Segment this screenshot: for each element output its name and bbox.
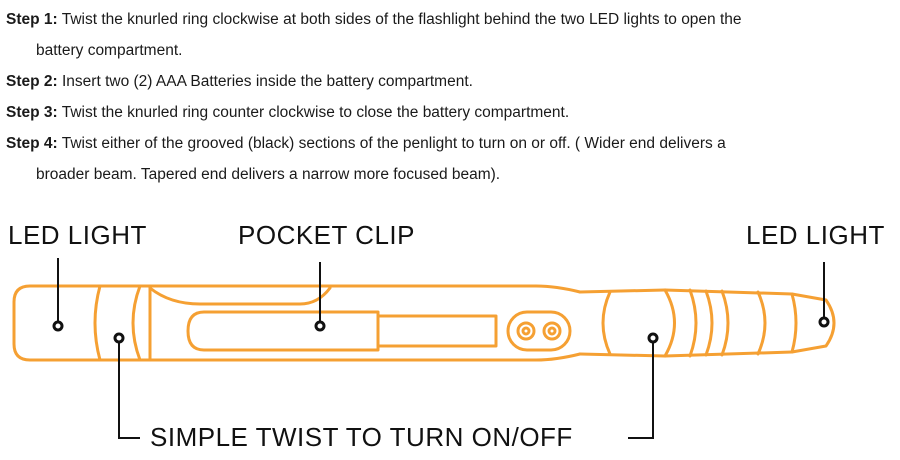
right-ring-inner bbox=[663, 288, 676, 358]
step-2: Step 2: Insert two (2) AAA Batteries ins… bbox=[6, 66, 894, 97]
callout-led-light-left: LED LIGHT bbox=[8, 220, 147, 250]
step-1: Step 1: Twist the knurled ring clockwise… bbox=[6, 4, 894, 66]
leader-lines bbox=[57, 258, 825, 439]
clip-ring bbox=[506, 310, 572, 352]
step-text: Insert two (2) AAA Batteries inside the … bbox=[62, 73, 473, 90]
head-groove-2 bbox=[704, 289, 714, 357]
pocket-clip bbox=[186, 310, 380, 352]
head-bottom bbox=[663, 350, 794, 358]
instructions: Step 1: Twist the knurled ring clockwise… bbox=[6, 4, 894, 190]
step-text-continued: battery compartment. bbox=[36, 42, 183, 59]
right-ring-outer bbox=[601, 290, 612, 356]
step-text-continued: broader beam. Tapered end delivers a nar… bbox=[36, 166, 501, 183]
taper-bottom bbox=[534, 352, 582, 362]
step-text: Twist the knurled ring counter clockwise… bbox=[61, 104, 570, 121]
clip-ring-dot-left-inner bbox=[521, 326, 531, 336]
right-body-top bbox=[578, 288, 667, 294]
dot-twist-right bbox=[647, 332, 659, 344]
penlight-outline bbox=[12, 284, 836, 362]
callout-led-light-right: LED LIGHT bbox=[746, 220, 885, 250]
tip-seam bbox=[790, 292, 798, 354]
left-ring-outer bbox=[93, 284, 102, 362]
head-top bbox=[663, 288, 794, 296]
clip-ring-dot-right bbox=[542, 321, 562, 341]
clip-ring-dot-left bbox=[516, 321, 536, 341]
dot-led-right bbox=[818, 316, 830, 328]
head-groove-1 bbox=[688, 288, 698, 358]
left-cap bbox=[12, 284, 102, 362]
step-label: Step 2: bbox=[6, 73, 58, 90]
head-groove-4 bbox=[756, 290, 767, 356]
leader-dots bbox=[52, 316, 830, 344]
right-body-bottom bbox=[578, 352, 667, 358]
left-ring-inner bbox=[131, 284, 142, 362]
clip-mount bbox=[148, 286, 332, 306]
tapered-tip bbox=[790, 292, 836, 354]
step-label: Step 3: bbox=[6, 104, 58, 121]
step-label: Step 4: bbox=[6, 135, 58, 152]
callout-simple-twist: SIMPLE TWIST TO TURN ON/OFF bbox=[150, 422, 573, 452]
step-text: Twist the knurled ring clockwise at both… bbox=[61, 11, 742, 28]
step-3: Step 3: Twist the knurled ring counter c… bbox=[6, 97, 894, 128]
clip-ring-dot-right-inner bbox=[547, 326, 557, 336]
clip-bar bbox=[376, 314, 498, 348]
callout-pocket-clip: POCKET CLIP bbox=[238, 220, 415, 250]
taper-top bbox=[534, 284, 582, 294]
leader-twist-right bbox=[628, 338, 654, 439]
dot-twist-left bbox=[113, 332, 125, 344]
head-groove-3 bbox=[720, 289, 730, 357]
step-label: Step 1: bbox=[6, 11, 58, 28]
dot-led-left bbox=[52, 320, 64, 332]
dot-pocket-clip bbox=[314, 320, 326, 332]
step-4: Step 4: Twist either of the grooved (bla… bbox=[6, 128, 894, 190]
leader-twist-left bbox=[118, 338, 140, 439]
step-text: Twist either of the grooved (black) sect… bbox=[61, 135, 726, 152]
